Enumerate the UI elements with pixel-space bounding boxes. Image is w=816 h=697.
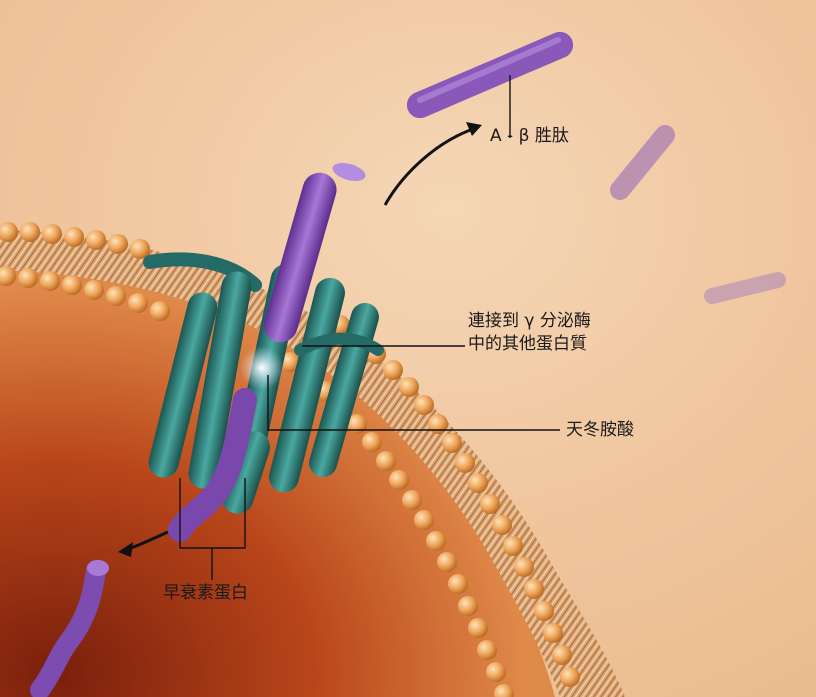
connect-label-line1: 連接到 γ 分泌酶 bbox=[468, 310, 591, 332]
aspartate-label: 天冬胺酸 bbox=[566, 419, 634, 441]
presenilin-label: 早衰素蛋白 bbox=[163, 582, 248, 604]
connect-label-line2: 中的其他蛋白質 bbox=[468, 333, 587, 355]
active-site-glow bbox=[240, 346, 284, 390]
abeta-label: A - β 胜肽 bbox=[490, 125, 569, 147]
